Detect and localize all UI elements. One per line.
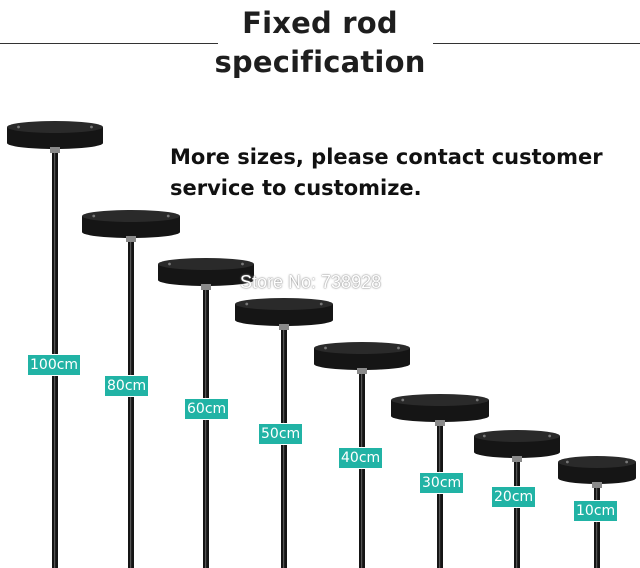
rod-label-30cm: 30cm <box>419 472 465 494</box>
canopy-nut-100cm <box>50 147 60 153</box>
canopy-top-30cm <box>391 394 489 406</box>
canopy-screw-left-40cm <box>324 346 327 350</box>
canopy-top-50cm <box>235 298 333 310</box>
page-title-line2: specification <box>214 45 426 79</box>
rod-label-60cm: 60cm <box>184 398 230 420</box>
canopy-top-60cm <box>158 258 254 270</box>
canopy-screw-left-60cm <box>168 262 171 266</box>
rod-highlight-30cm <box>439 422 441 568</box>
canopy-top-100cm <box>7 121 103 133</box>
canopy-side-50cm <box>235 304 333 326</box>
canopy-screw-left-50cm <box>245 302 249 306</box>
canopy-screw-right-80cm <box>166 214 170 218</box>
rod-highlight-40cm <box>361 370 363 568</box>
canopy-side-10cm <box>558 462 636 484</box>
rod-label-40cm: 40cm <box>338 447 384 469</box>
canopy-screw-right-60cm <box>241 262 244 266</box>
canopy-top-10cm <box>558 456 636 468</box>
title-rule-right <box>433 43 640 44</box>
title-rule-left <box>0 43 218 44</box>
canopy-screw-right-10cm <box>625 460 629 464</box>
canopy-top-40cm <box>314 342 410 354</box>
rod-label-50cm: 50cm <box>258 423 304 445</box>
canopy-nut-50cm <box>279 324 289 330</box>
canopy-screw-left-10cm <box>565 460 569 464</box>
canopy-screw-right-50cm <box>319 302 323 306</box>
canopy-top-80cm <box>82 210 180 222</box>
canopy-side-100cm <box>7 127 103 149</box>
page-title-line1: Fixed rod <box>242 6 398 40</box>
rod-highlight-50cm <box>283 326 285 568</box>
canopy-nut-30cm <box>435 420 445 426</box>
canopy-nut-40cm <box>357 368 367 374</box>
canopy-nut-20cm <box>512 456 522 462</box>
canopy-screw-right-100cm <box>90 125 93 129</box>
customization-note: More sizes, please contact customer serv… <box>170 142 640 204</box>
rod-highlight-10cm <box>596 484 598 568</box>
canopy-screw-right-40cm <box>397 346 400 350</box>
rod-highlight-20cm <box>516 458 518 568</box>
canopy-screw-left-30cm <box>401 398 405 402</box>
canopy-nut-10cm <box>592 482 602 488</box>
store-watermark: Store No: 738928 <box>240 272 382 292</box>
rod-label-100cm: 100cm <box>27 354 82 376</box>
canopy-nut-60cm <box>201 284 211 290</box>
rod-highlight-60cm <box>205 286 207 568</box>
canopy-side-80cm <box>82 216 180 238</box>
canopy-side-30cm <box>391 400 489 422</box>
canopy-top-20cm <box>474 430 560 442</box>
rod-label-10cm: 10cm <box>573 500 619 522</box>
canopy-side-40cm <box>314 348 410 370</box>
note-line1: More sizes, please contact customer <box>170 145 603 169</box>
canopy-screw-right-30cm <box>475 398 479 402</box>
canopy-screw-left-20cm <box>482 434 486 438</box>
canopy-side-60cm <box>158 264 254 286</box>
rod-highlight-80cm <box>130 238 132 568</box>
canopy-screw-right-20cm <box>548 434 552 438</box>
canopy-screw-left-100cm <box>17 125 20 129</box>
canopy-nut-80cm <box>126 236 136 242</box>
canopy-side-20cm <box>474 436 560 458</box>
rod-label-20cm: 20cm <box>491 486 537 508</box>
rod-label-80cm: 80cm <box>104 375 150 397</box>
note-line2: service to customize. <box>170 176 422 200</box>
canopy-screw-left-80cm <box>92 214 96 218</box>
